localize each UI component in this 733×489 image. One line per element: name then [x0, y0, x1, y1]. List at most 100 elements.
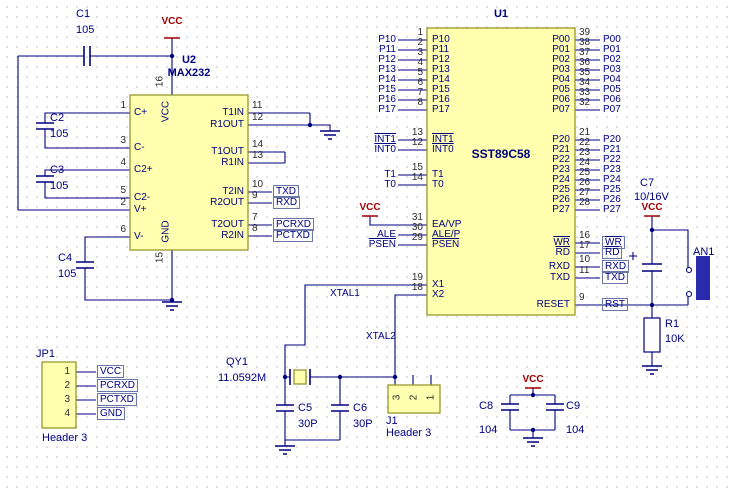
u1-pin-name: P01 [552, 44, 570, 55]
cap-c7[interactable] [629, 252, 662, 272]
r1-ref: R1 [665, 318, 680, 330]
net-label: P00 [603, 34, 621, 45]
u1-pin-name: P25 [552, 184, 570, 195]
net-label: RD [602, 246, 623, 259]
u1-pin-name: P11 [432, 44, 450, 55]
u1-pin-name: P26 [552, 194, 570, 205]
net-label: WR [602, 236, 625, 249]
u1-pin-number: 32 [579, 97, 591, 108]
c9-ref: C9 [566, 400, 581, 412]
cap-c5[interactable] [276, 404, 294, 412]
u1-pin-number: 19 [411, 272, 423, 283]
cap-c6[interactable] [331, 404, 349, 412]
u2-pin-number: 5 [120, 185, 126, 196]
vcc-label: VCC [522, 374, 544, 385]
c5-ref: C5 [298, 402, 313, 414]
jp1-pin-number: 1 [64, 366, 70, 377]
net-label: P04 [603, 74, 621, 85]
ic-u2-body[interactable] [129, 94, 249, 251]
u1-pin-name: P06 [552, 94, 570, 105]
c5-value: 30P [298, 418, 318, 430]
u1-pin-number: 14 [411, 172, 423, 183]
jp1-type: Header 3 [42, 432, 88, 444]
plus-sign-icon [629, 252, 637, 260]
wire-net [17, 38, 689, 446]
u1-pin-number: 11 [579, 265, 590, 276]
net-label: RST [602, 298, 628, 311]
u2-pin-name: GND [160, 220, 172, 243]
u1-pin-name: INT0 [432, 144, 454, 155]
u2-pin-name: V+ [134, 204, 147, 215]
button-an1-body[interactable] [685, 256, 711, 300]
u1-pin-number: 25 [579, 167, 591, 178]
u1-pin-name: P21 [552, 144, 570, 155]
net-label: P14 [378, 74, 396, 85]
net-label: P27 [603, 204, 621, 215]
c6-ref: C6 [353, 402, 368, 414]
net-label: P12 [378, 54, 396, 65]
u2-pin-name: R2IN [221, 230, 244, 241]
c4-value: 105 [58, 268, 77, 280]
net-label-xtal2: XTAL2 [366, 331, 396, 342]
u2-pin-name: T1IN [222, 107, 244, 118]
c1-ref: C1 [76, 8, 91, 20]
u1-pin-number: 12 [411, 137, 423, 148]
net-label: PCTXD [97, 393, 137, 406]
c1-value: 105 [76, 24, 95, 36]
resistor-r1-body[interactable] [643, 317, 661, 353]
u1-pin-number: 4 [417, 57, 423, 68]
an1-ref: AN1 [693, 246, 715, 258]
u1-pin-number: 36 [579, 57, 591, 68]
cap-c8[interactable] [501, 403, 519, 411]
u2-pin-number: 9 [252, 190, 258, 201]
cap-c9[interactable] [546, 403, 564, 411]
u2-pin-name: T2IN [222, 186, 244, 197]
c9-value: 104 [566, 424, 585, 436]
net-label: TXD [602, 271, 628, 284]
jp1-pin-number: 2 [64, 380, 70, 391]
ground-symbol [162, 130, 662, 455]
jp1-pin-number: 4 [64, 408, 70, 419]
u1-pin-number: 28 [579, 197, 591, 208]
c8-value: 104 [479, 424, 498, 436]
u2-ref: U2 [181, 54, 197, 66]
u2-pin-name: R1IN [221, 157, 244, 168]
header-j1-body[interactable] [387, 384, 441, 414]
u1-pin-number: 6 [417, 77, 423, 88]
u1-pin-name: PSEN [432, 239, 460, 250]
cap-c1[interactable] [83, 46, 91, 66]
u1-pin-number: 24 [579, 157, 591, 168]
u1-pin-name: EA/VP [432, 219, 462, 230]
cap-c4[interactable] [76, 261, 94, 269]
c4-ref: C4 [58, 252, 73, 264]
u1-pin-name: P12 [432, 54, 450, 65]
u1-pin-number: 5 [417, 67, 423, 78]
ic-u1-body[interactable] [426, 27, 576, 316]
cap-c2[interactable] [36, 122, 54, 130]
u2-pin-number: 15 [154, 251, 166, 264]
u1-pin-number: 27 [579, 187, 591, 198]
u2-pin-number: 2 [120, 197, 126, 208]
header-jp1-body[interactable] [41, 361, 77, 429]
u1-pin-name: P03 [552, 64, 570, 75]
crystal-qy1-body[interactable] [289, 369, 311, 385]
u1-pin-number: 1 [417, 27, 423, 38]
vcc-label: VCC [359, 202, 381, 213]
u2-pin-number: 3 [120, 135, 126, 146]
cap-c3[interactable] [36, 175, 54, 183]
net-label: P16 [378, 94, 396, 105]
net-label: P26 [603, 194, 621, 205]
u2-pin-number: 7 [252, 212, 258, 223]
u2-pin-number: 11 [252, 100, 263, 111]
u1-pin-number: 8 [417, 97, 423, 108]
j1-pin-number: 1 [425, 394, 437, 401]
u1-pin-number: 37 [579, 47, 591, 58]
u1-pin-name: T1 [432, 169, 444, 180]
u1-pin-name: RD [555, 247, 570, 258]
net-label: P01 [603, 44, 621, 55]
u1-pin-number: 18 [411, 282, 423, 293]
u1-pin-name: P20 [552, 134, 570, 145]
r1-value: 10K [665, 333, 685, 345]
